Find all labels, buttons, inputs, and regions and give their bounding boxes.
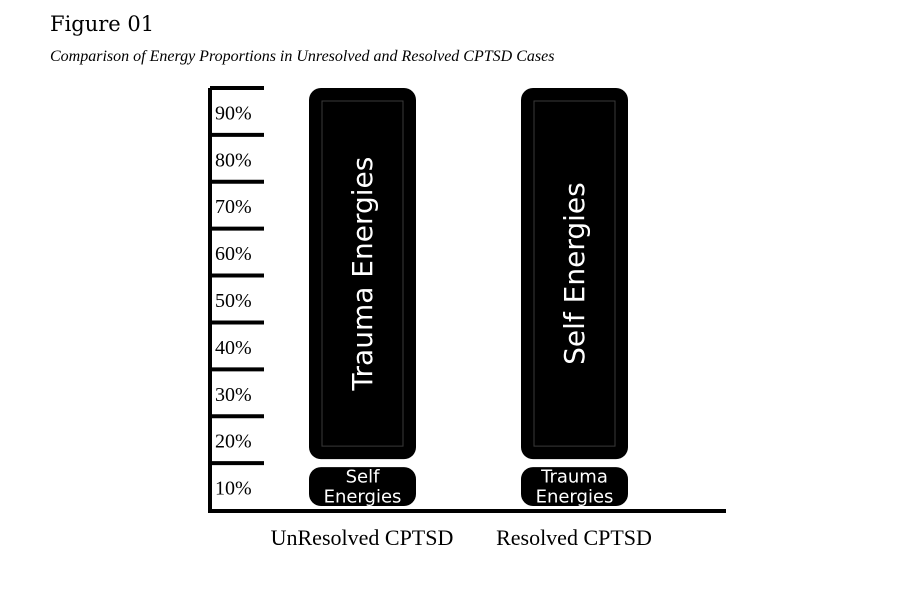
bar-segment (521, 467, 628, 506)
y-tick-label: 10% (215, 478, 252, 500)
bar-segment (521, 88, 628, 460)
bar-segment-label: Self Energies (558, 182, 591, 365)
y-tick-label: 60% (215, 243, 252, 265)
x-category-label: Resolved CPTSD (496, 525, 652, 550)
bar-segment (309, 88, 416, 460)
y-tick-label: 40% (215, 337, 252, 359)
y-tick-label: 80% (215, 149, 252, 171)
x-category-label: UnResolved CPTSD (271, 525, 454, 550)
bar-segment (309, 467, 416, 506)
y-tick-label: 90% (215, 102, 252, 124)
bar-segment-label: Trauma Energies (346, 157, 379, 392)
y-tick-label: 30% (215, 384, 252, 406)
y-tick-label: 20% (215, 431, 252, 453)
y-tick-label: 50% (215, 290, 252, 312)
figure-label: Figure 01 (50, 12, 155, 36)
y-tick-label: 70% (215, 196, 252, 218)
bar-segment-inner-frame (321, 100, 404, 447)
bar-segment-inner-frame (533, 100, 616, 447)
chart-title: Comparison of Energy Proportions in Unre… (50, 48, 555, 65)
